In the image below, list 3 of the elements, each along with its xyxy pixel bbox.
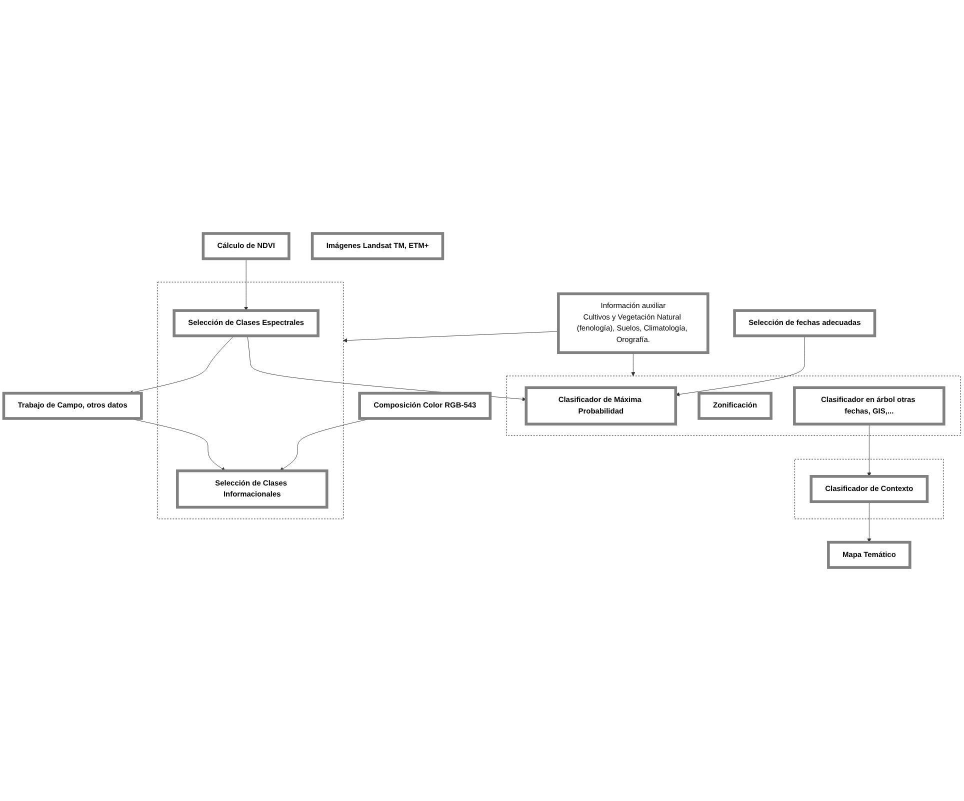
cluster [158,282,344,520]
cluster [794,458,944,520]
cluster [506,376,960,436]
